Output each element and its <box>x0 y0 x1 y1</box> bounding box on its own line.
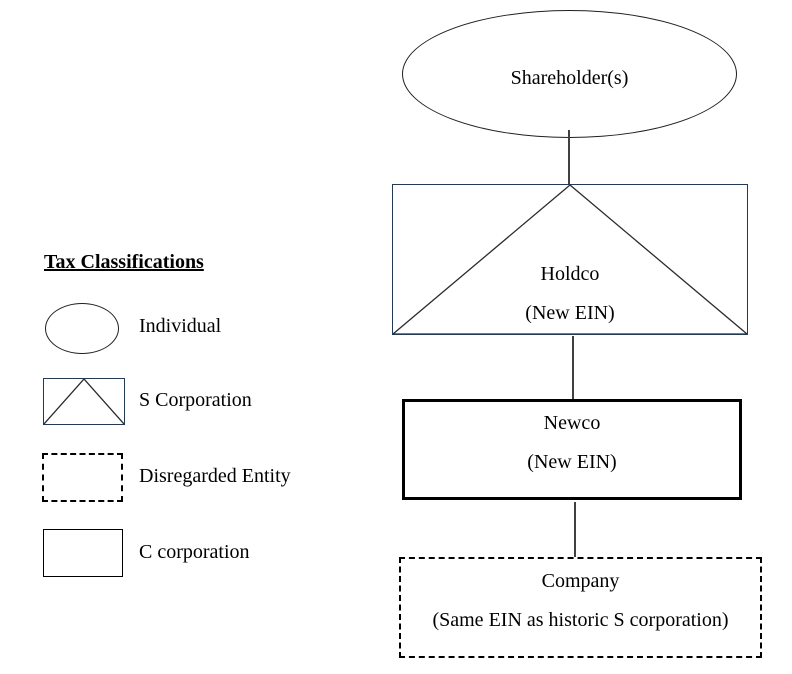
node-shareholders-label: Shareholder(s) <box>510 67 629 89</box>
s-corporation-triangle-icon <box>44 379 124 424</box>
node-shareholders: Shareholder(s) <box>402 10 737 138</box>
legend-label-disregarded-entity: Disregarded Entity <box>139 465 291 487</box>
legend-label-individual: Individual <box>139 315 222 337</box>
node-newco: Newco (New EIN) <box>402 399 742 500</box>
node-company-label: Company <box>541 570 620 592</box>
node-company: Company (Same EIN as historic S corporat… <box>399 557 762 658</box>
connector-newco-company <box>574 502 576 557</box>
c-corporation-icon <box>43 529 123 577</box>
node-company-sublabel: (Same EIN as historic S corporation) <box>432 609 729 631</box>
s-corporation-icon <box>43 378 125 425</box>
individual-ellipse-icon <box>45 303 119 354</box>
node-newco-sublabel: (New EIN) <box>527 451 617 473</box>
connector-shareholders-holdco <box>568 130 570 184</box>
legend-title: Tax Classifications <box>44 251 204 273</box>
node-holdco-sublabel: (New EIN) <box>525 302 615 324</box>
holdco-s-corp-triangle-icon <box>393 185 747 334</box>
connector-holdco-newco <box>572 336 574 399</box>
node-newco-label: Newco <box>543 412 601 434</box>
node-holdco-label: Holdco <box>540 263 600 285</box>
node-holdco: Holdco (New EIN) <box>392 184 748 335</box>
legend-label-c-corporation: C corporation <box>139 541 250 563</box>
legend-label-s-corporation: S Corporation <box>139 389 252 411</box>
disregarded-entity-icon <box>42 453 123 502</box>
